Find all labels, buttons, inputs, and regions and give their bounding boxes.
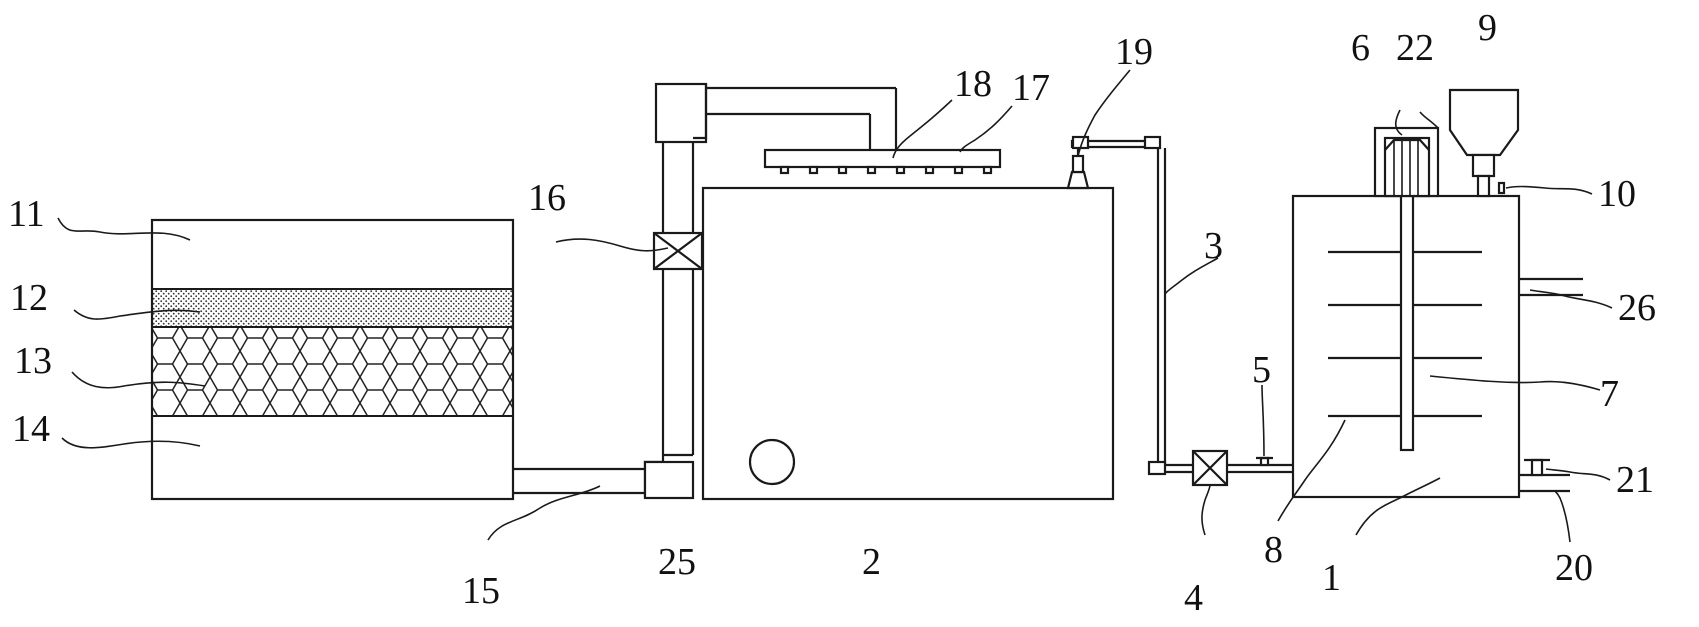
label-8: 8 [1264,529,1283,571]
label-2: 2 [862,541,881,583]
label-6: 6 [1351,27,1370,69]
label-7: 7 [1600,373,1619,415]
label-9: 9 [1478,7,1497,49]
label-12: 12 [10,277,48,319]
stirring-shaft [1399,178,1415,452]
label-14: 14 [12,408,50,450]
label-13: 13 [14,340,52,382]
label-17: 17 [1012,67,1050,109]
valve-16 [652,231,704,271]
label-3: 3 [1204,225,1223,267]
valve-4 [1191,449,1293,487]
label-10: 10 [1598,173,1636,215]
filter-tank [150,218,515,501]
label-25: 25 [658,541,696,583]
port-25 [748,438,796,486]
label-11: 11 [8,193,45,235]
label-4: 4 [1184,577,1203,619]
valve-10 [1497,181,1506,195]
label-18: 18 [954,63,992,105]
riser-pipe [654,82,898,457]
label-1: 1 [1322,557,1341,599]
label-15: 15 [462,570,500,612]
label-19: 19 [1115,31,1153,73]
label-26: 26 [1618,287,1656,329]
label-21: 21 [1616,459,1654,501]
label-22: 22 [1396,27,1434,69]
spray-bar [763,148,1002,175]
label-16: 16 [528,177,566,219]
reference-labels: 11 12 13 14 16 15 25 2 18 17 19 3 5 4 8 … [8,7,1656,619]
label-20: 20 [1555,547,1593,589]
pipe-3 [1066,135,1193,476]
label-5: 5 [1252,349,1271,391]
main-tank [701,186,1115,501]
leader-lines [57,69,1613,543]
pipe-15 [513,455,695,500]
